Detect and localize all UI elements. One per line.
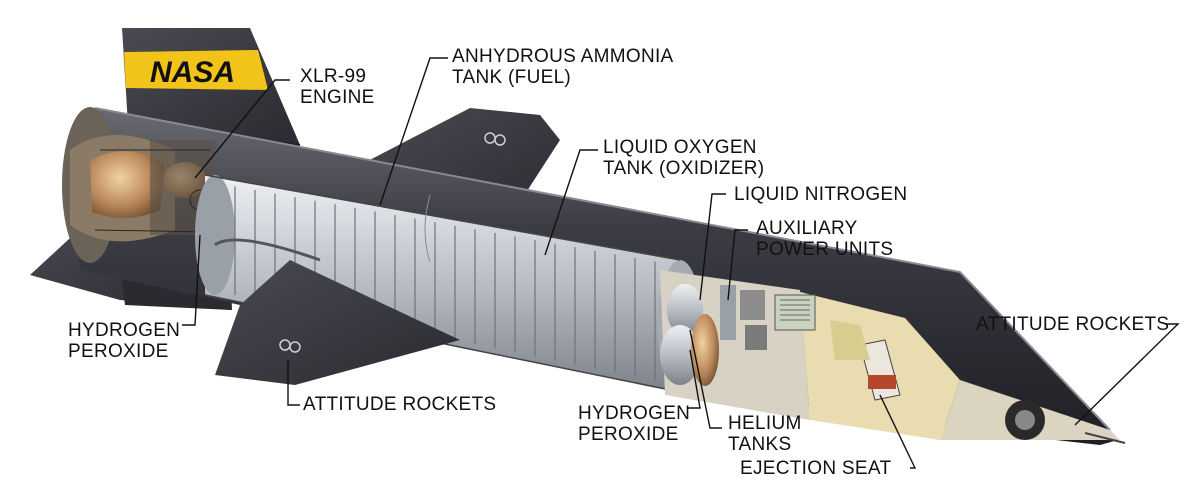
label-xlr99-engine: XLR-99 ENGINE: [300, 66, 375, 108]
helium-tank-1: [667, 284, 703, 336]
apu-units: [740, 290, 767, 350]
label-liquid-nitrogen: LIQUID NITROGEN: [734, 184, 908, 205]
label-h2o2-mid: HYDROGEN PEROXIDE: [578, 403, 691, 445]
leader-ammonia: [379, 57, 448, 206]
leader-helium: [689, 329, 722, 429]
nitrogen-tank: [720, 285, 736, 340]
leader-apu: [727, 229, 748, 301]
leader-nitrogen: [699, 193, 726, 301]
label-lox-tank: LIQUID OXYGEN TANK (OXIDIZER): [603, 137, 765, 179]
nasa-logo: NASA: [150, 56, 235, 89]
leader-attitude-nose: [1074, 323, 1180, 426]
leader-h2o2-left: [182, 234, 201, 326]
h2o2-tank: [691, 314, 719, 386]
leader-lines: [182, 57, 1180, 469]
engine-section: [62, 107, 215, 263]
label-attitude-rockets-nose: ATTITUDE ROCKETS: [976, 314, 1170, 335]
leader-lox: [544, 149, 598, 256]
cockpit-section: [774, 292, 960, 440]
label-ejection-seat: EJECTION SEAT: [740, 458, 892, 479]
wing-emblem-lower: [279, 339, 301, 353]
label-h2o2-left: HYDROGEN PEROXIDE: [68, 320, 181, 362]
leader-attitude-tail: [287, 360, 300, 406]
equipment-bay: [660, 270, 810, 420]
label-helium-tanks: HELIUM TANKS: [728, 413, 802, 455]
label-attitude-rockets-tail: ATTITUDE ROCKETS: [303, 394, 497, 415]
label-apu: AUXILIARY POWER UNITS: [756, 218, 894, 260]
leader-xlr99: [194, 79, 290, 179]
vertical-tail-fin: NASA: [122, 28, 301, 146]
nasa-yellow-band: [124, 50, 268, 90]
ejection-seat-graphic: [859, 339, 901, 401]
leader-h2o2-mid: [688, 349, 701, 409]
lower-wing: [215, 260, 460, 385]
wing-emblem-upper: [484, 132, 506, 146]
leader-ejection: [879, 394, 917, 469]
helium-tank-2: [660, 325, 700, 385]
skin-panel-lines: [424, 194, 431, 263]
label-ammonia-tank: ANHYDROUS AMMONIA TANK (FUEL): [452, 46, 674, 88]
